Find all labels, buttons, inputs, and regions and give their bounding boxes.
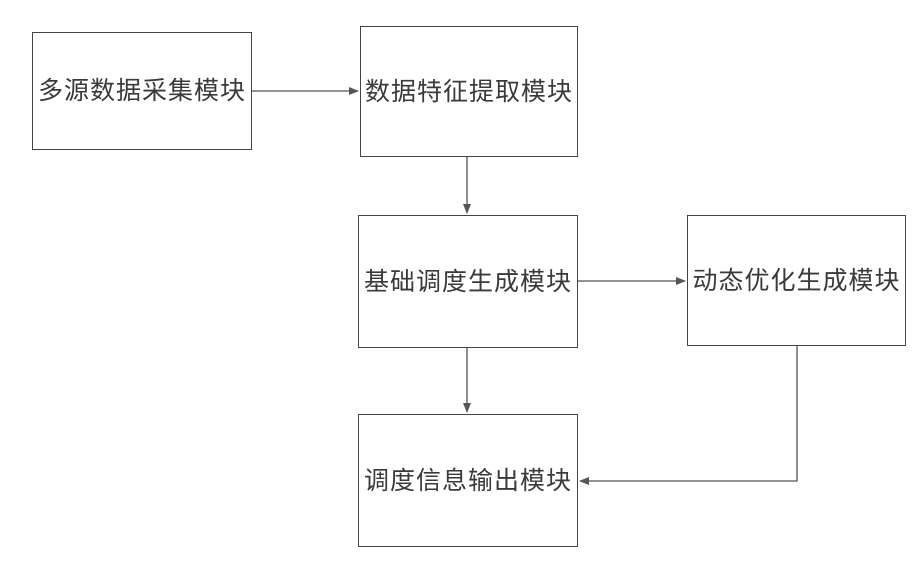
node-label: 多源数据采集模块 (38, 72, 246, 110)
node-base-schedule-generation: 基础调度生成模块 (358, 215, 578, 348)
node-label: 基础调度生成模块 (364, 263, 572, 301)
node-schedule-info-output: 调度信息输出模块 (358, 414, 578, 547)
edge-dynamic-to-output (580, 346, 797, 481)
node-dynamic-optimization-generation: 动态优化生成模块 (687, 215, 906, 346)
node-multi-source-data-collection: 多源数据采集模块 (32, 32, 252, 150)
node-label: 数据特征提取模块 (365, 73, 573, 111)
node-label: 调度信息输出模块 (364, 462, 572, 500)
node-label: 动态优化生成模块 (692, 262, 900, 300)
node-data-feature-extraction: 数据特征提取模块 (360, 26, 578, 157)
